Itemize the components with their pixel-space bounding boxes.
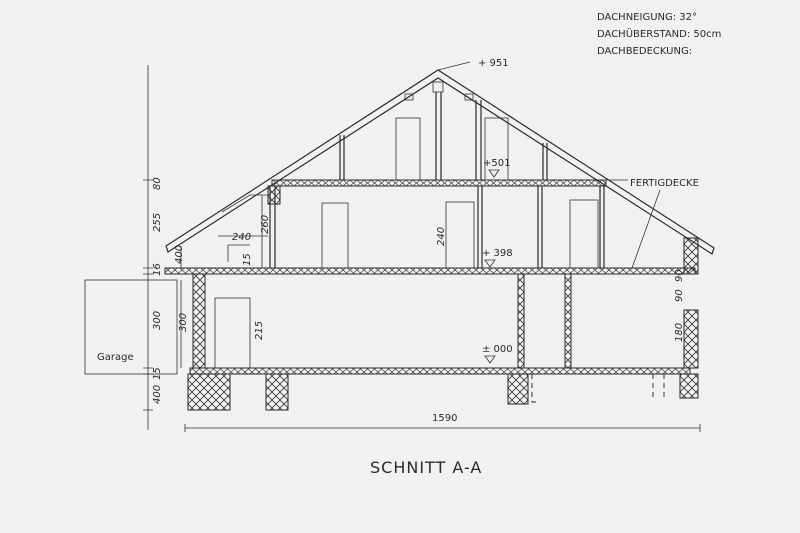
upper-level: + 398 bbox=[482, 248, 513, 259]
right-upper-wall bbox=[683, 237, 699, 275]
openings bbox=[214, 117, 599, 369]
level-markers bbox=[484, 169, 500, 364]
left-dimensions: 80 255 16 300 15 400 400 300 bbox=[152, 177, 189, 404]
dormer-width: 240 bbox=[232, 232, 251, 243]
right-dimensions: 90 90 180 bbox=[674, 269, 685, 342]
svg-text:15: 15 bbox=[152, 367, 163, 380]
svg-text:400: 400 bbox=[174, 245, 185, 264]
roof-pitch-note: DACHNEIGUNG: 32° bbox=[597, 12, 697, 23]
svg-text:255: 255 bbox=[152, 213, 163, 232]
left-wall bbox=[192, 273, 206, 369]
drawing-title: SCHNITT A-A bbox=[370, 458, 482, 477]
foundation bbox=[679, 373, 699, 399]
svg-text:80: 80 bbox=[152, 177, 163, 190]
ground-level: ± 000 bbox=[482, 344, 513, 355]
svg-text:16: 16 bbox=[152, 263, 163, 276]
foundation bbox=[187, 373, 231, 411]
dimension-lines bbox=[143, 65, 701, 432]
attic-floor-slab bbox=[271, 179, 607, 187]
svg-text:400: 400 bbox=[152, 385, 163, 404]
roof-posts bbox=[269, 92, 605, 268]
svg-text:300: 300 bbox=[178, 313, 189, 332]
svg-text:180: 180 bbox=[674, 323, 685, 342]
attic-level: +501 bbox=[483, 158, 510, 169]
right-lower-wall bbox=[683, 309, 699, 369]
fertigdecke-label: FERTIGDECKE bbox=[630, 178, 699, 189]
column bbox=[517, 273, 525, 369]
garage-label: Garage bbox=[97, 352, 134, 363]
roof-overhang-note: DACHÜBERSTAND: 50cm bbox=[597, 27, 721, 40]
foundation bbox=[507, 373, 529, 405]
roof-covering-note: DACHBEDECKUNG: bbox=[597, 46, 692, 57]
dormer-height: 260 bbox=[260, 215, 271, 234]
door-height: 215 bbox=[254, 321, 265, 340]
roof bbox=[165, 61, 715, 255]
ridge-level: + 951 bbox=[478, 58, 509, 69]
hidden-foundation bbox=[531, 374, 665, 403]
foundation bbox=[265, 373, 289, 411]
svg-text:90: 90 bbox=[674, 269, 685, 282]
svg-text:90: 90 bbox=[674, 289, 685, 302]
upper-floor-slab bbox=[164, 267, 696, 275]
column bbox=[564, 273, 572, 369]
svg-text:300: 300 bbox=[152, 311, 163, 330]
ground-floor-slab bbox=[189, 367, 691, 375]
fertigdecke-leader bbox=[600, 179, 661, 269]
garage bbox=[84, 279, 178, 375]
dormer-step: 15 bbox=[242, 253, 253, 266]
total-length: 1590 bbox=[432, 413, 457, 424]
upper-room-height: 240 bbox=[436, 227, 447, 246]
